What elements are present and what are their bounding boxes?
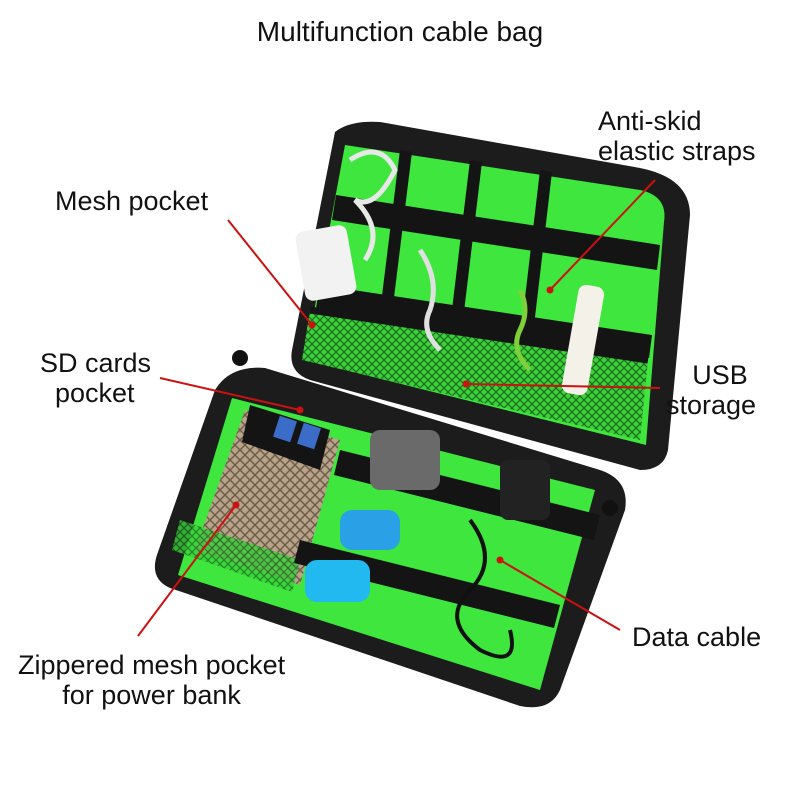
callout-anti-skid: Anti-skid elastic straps [598, 106, 756, 166]
callout-sd-cards-line1: SD cards [40, 348, 152, 378]
callout-lines [137, 179, 661, 637]
coiled-cable [417, 248, 442, 352]
callout-sd-cards-line2: pocket [55, 378, 135, 408]
callout-data-cable: Data cable [632, 622, 761, 652]
callout-line-usb [465, 383, 661, 389]
callout-line-anti-skid [549, 179, 656, 291]
strap-divider [448, 160, 482, 345]
zipper-pull [602, 500, 618, 516]
callout-line-mesh-pocket [227, 219, 313, 326]
callout-line-zippered [137, 504, 237, 637]
elastic-strap [316, 285, 652, 358]
coiled-cable [348, 149, 398, 262]
callout-sd-cards: SD cards pocket [40, 348, 151, 408]
usb-cable-green [514, 288, 532, 372]
callout-data-cable-text: Data cable [632, 622, 762, 652]
callout-usb-storage-line1: USB [692, 360, 748, 390]
upper-mesh-pocket [302, 310, 648, 440]
callout-zippered: Zippered mesh pocket for power bank [18, 650, 285, 710]
zippered-mesh-pocket [172, 520, 300, 592]
elastic-strap [332, 195, 660, 270]
callout-usb-storage: USB storage [666, 360, 756, 420]
blue-case [340, 510, 400, 550]
zipper-pull [232, 350, 248, 366]
blue-case [305, 560, 370, 602]
callout-anti-skid-line1: Anti-skid [598, 106, 702, 136]
power-adapter [500, 460, 550, 520]
callout-mesh-pocket: Mesh pocket [55, 186, 208, 216]
callout-mesh-pocket-text: Mesh pocket [55, 186, 209, 216]
callout-zippered-line2: for power bank [62, 680, 241, 710]
strap-divider [378, 150, 412, 330]
callout-usb-storage-line2: storage [666, 390, 757, 420]
charger-brick [295, 225, 357, 301]
page-title: Multifunction cable bag [256, 16, 544, 47]
callout-line-data-cable [499, 559, 621, 631]
usb-stick [561, 284, 605, 396]
data-cable [455, 518, 514, 659]
camera-battery [370, 430, 440, 490]
callout-zippered-line1: Zippered mesh pocket [18, 650, 286, 680]
callout-line-sd-cards [159, 377, 301, 411]
callout-anti-skid-line2: elastic straps [598, 136, 756, 166]
